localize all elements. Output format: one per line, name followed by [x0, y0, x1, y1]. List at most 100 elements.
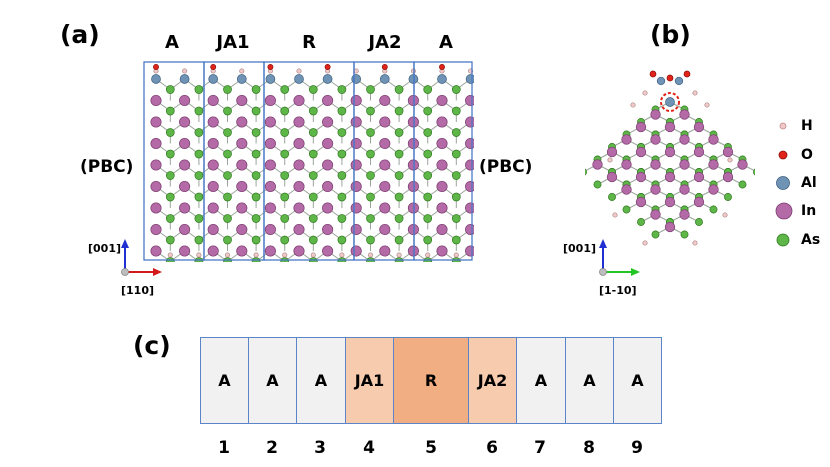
h-atom — [167, 252, 173, 258]
as-atom — [280, 106, 290, 116]
in-atom — [664, 121, 676, 133]
in-atom — [293, 223, 305, 236]
as-atom — [394, 214, 404, 223]
in-atom — [679, 184, 690, 195]
as-atom — [223, 192, 232, 202]
as-atom — [165, 106, 175, 116]
as-atom — [308, 106, 318, 116]
in-atom — [436, 245, 448, 257]
as-atom — [451, 149, 461, 159]
in-atom — [322, 116, 334, 128]
in-atom — [350, 94, 362, 107]
as-atom — [423, 149, 433, 159]
h-atom — [182, 68, 188, 74]
as-atom — [451, 171, 461, 180]
as-atom — [194, 192, 204, 202]
in-atom — [379, 245, 391, 257]
in-atom — [679, 209, 690, 220]
as-atom — [280, 85, 290, 94]
in-atom — [350, 202, 362, 214]
in-atom — [679, 109, 690, 120]
as-atom — [337, 235, 347, 245]
in-atom — [465, 116, 474, 128]
as-atom — [194, 149, 204, 159]
in-atom — [264, 94, 276, 107]
in-atom — [679, 159, 690, 170]
h-atom — [607, 157, 613, 163]
as-atom — [423, 128, 433, 137]
pbc-left-label: (PBC) — [80, 157, 134, 177]
in-atom — [322, 137, 334, 150]
legend-o-label: O — [801, 147, 813, 163]
in-atom — [650, 184, 661, 195]
as-atom — [637, 218, 645, 226]
in-atom — [207, 245, 219, 257]
al-atom — [665, 97, 675, 107]
in-atom — [436, 223, 448, 236]
o-atom — [439, 64, 445, 70]
panel-b-atoms — [585, 70, 755, 246]
sequence-cell-1: A — [200, 337, 249, 424]
in-atom — [465, 223, 474, 236]
sequence-cell-4: JA1 — [345, 337, 394, 424]
as-atom — [451, 192, 461, 202]
o-atom — [210, 64, 217, 70]
o-atom — [666, 74, 674, 82]
as-atom — [194, 214, 204, 223]
region-box-a-right — [413, 61, 473, 261]
in-atom — [293, 202, 305, 214]
as-atom — [308, 85, 318, 94]
cell-index-5: 5 — [425, 438, 437, 458]
panel-a-axes — [121, 239, 162, 276]
in-atom — [236, 245, 248, 257]
pbc-right-label: (PBC) — [479, 157, 533, 177]
cell-index-1: 1 — [218, 438, 230, 458]
as-atom — [451, 106, 461, 116]
axis-110-label: [110] — [121, 284, 155, 297]
as-atom — [165, 214, 175, 223]
as-atom — [753, 168, 755, 176]
as-atom — [394, 171, 404, 180]
in-atom — [236, 137, 248, 150]
as-atom — [308, 214, 318, 223]
al-atom — [294, 74, 304, 84]
in-atom — [179, 94, 191, 107]
as-atom — [308, 171, 318, 180]
in-atom — [379, 223, 391, 236]
in-atom — [465, 159, 474, 171]
as-atom — [223, 106, 232, 116]
o-atom — [324, 64, 331, 70]
as-atom — [251, 171, 261, 180]
as-atom — [451, 214, 461, 223]
in-atom — [664, 221, 676, 233]
as-atom — [724, 193, 732, 201]
as-atom — [165, 235, 175, 245]
region-label-r: R — [302, 32, 316, 53]
as-atom — [738, 180, 747, 189]
in-atom — [436, 202, 448, 214]
in-atom — [207, 116, 219, 128]
axis-1-10-arrowhead — [631, 268, 640, 276]
in-atom — [693, 171, 705, 183]
highlight-circle — [660, 92, 680, 112]
as-atom — [423, 235, 433, 245]
in-atom — [150, 159, 162, 171]
in-atom — [264, 202, 276, 214]
as-atom — [337, 192, 347, 202]
in-atom — [322, 159, 334, 171]
cell-7-label: A — [534, 371, 548, 390]
as-atom — [194, 85, 204, 94]
as-atom — [423, 192, 433, 202]
region-label-ja1: JA1 — [216, 32, 250, 53]
axis-001-b-arrowhead — [599, 239, 607, 248]
region-label-ja2: JA2 — [368, 32, 402, 53]
as-atom — [337, 149, 347, 159]
in-atom — [693, 196, 705, 208]
in-atom — [236, 159, 248, 171]
as-atom — [223, 128, 232, 137]
sequence-cell-2: A — [248, 337, 297, 424]
panel-a-structure — [143, 61, 474, 262]
sequence-cell-9: A — [613, 337, 662, 424]
in-atom — [379, 94, 391, 107]
as-atom — [337, 106, 347, 116]
